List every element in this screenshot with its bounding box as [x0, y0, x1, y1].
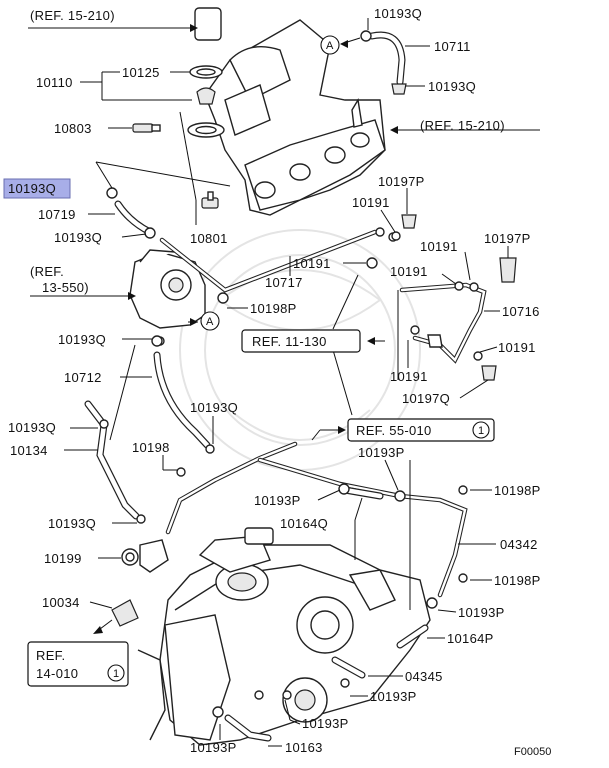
- part-label[interactable]: 04342: [500, 537, 538, 552]
- ref-box-14-010[interactable]: REF. 14-010 1: [27, 641, 129, 687]
- part-label[interactable]: 10716: [502, 304, 540, 319]
- part-label[interactable]: 10197Q: [402, 391, 450, 406]
- part-label[interactable]: 10164P: [447, 631, 494, 646]
- hose-10711: [360, 30, 407, 95]
- ref-55-010-circle: [472, 421, 490, 439]
- part-label[interactable]: 10191: [498, 340, 536, 355]
- ref-14-010-circle: [107, 664, 125, 682]
- fitting-10197P-upper: [391, 214, 417, 241]
- part-label[interactable]: 10193P: [302, 716, 349, 731]
- part-label[interactable]: 10193P: [254, 493, 301, 508]
- leader-lines: [28, 18, 540, 747]
- ref-55-010-label: REF. 55-010: [356, 423, 432, 438]
- part-label[interactable]: 10193P: [190, 740, 237, 755]
- ref-14-010-label-2: 14-010: [36, 666, 78, 681]
- pipe-lower-water: [165, 441, 468, 609]
- part-label[interactable]: 10198P: [494, 483, 541, 498]
- hose-10164Q: [338, 483, 406, 502]
- part-label[interactable]: 10134: [10, 443, 48, 458]
- hose-10163: [212, 690, 292, 742]
- ref-13-550-line1[interactable]: (REF.: [30, 264, 64, 279]
- part-label[interactable]: 10801: [190, 231, 228, 246]
- sensor-10801: [201, 191, 219, 209]
- part-labels: 10193Q 10711 10193Q 10110 10125 10803 10…: [8, 6, 541, 755]
- marker-a-left[interactable]: A: [200, 311, 220, 331]
- pipe-10717: [159, 227, 398, 304]
- ref-15-210-top[interactable]: (REF. 15-210): [30, 8, 115, 23]
- part-label[interactable]: 10110: [36, 75, 73, 90]
- reference-labels: (REF. 15-210) (REF. 15-210) (REF. 13-550…: [30, 8, 505, 295]
- part-label[interactable]: 10164Q: [280, 516, 328, 531]
- part-label[interactable]: 10199: [44, 551, 82, 566]
- part-label[interactable]: 10125: [122, 65, 160, 80]
- part-label[interactable]: 10198: [132, 440, 170, 455]
- throttle-body: [129, 249, 206, 346]
- part-label[interactable]: 10191: [390, 369, 428, 384]
- ref-11-130-label: REF. 11-130: [252, 334, 327, 349]
- ref-14-010-label-1: REF.: [36, 648, 65, 663]
- engine-block: [137, 527, 431, 746]
- part-label[interactable]: 10711: [434, 39, 471, 54]
- marker-a-left-label: A: [206, 316, 214, 328]
- ref-box-11-130[interactable]: REF. 11-130: [241, 329, 361, 353]
- hose-10164P: [396, 624, 429, 649]
- thermostat-housing-parts: [187, 65, 225, 138]
- part-label-highlighted[interactable]: 10193Q: [8, 181, 56, 196]
- part-label[interactable]: 10193Q: [428, 79, 476, 94]
- part-label[interactable]: 10193Q: [58, 332, 106, 347]
- part-label[interactable]: 10193Q: [48, 516, 96, 531]
- part-label[interactable]: 10712: [64, 370, 102, 385]
- hose-10719: [106, 187, 156, 239]
- part-label[interactable]: 10197P: [378, 174, 425, 189]
- part-label[interactable]: 10193Q: [374, 6, 422, 21]
- part-label[interactable]: 10193Q: [8, 420, 56, 435]
- figure-code: F00050: [514, 746, 551, 758]
- ref-15-210-right[interactable]: (REF. 15-210): [420, 118, 505, 133]
- part-label[interactable]: 10198P: [250, 301, 297, 316]
- part-label[interactable]: 10191: [390, 264, 428, 279]
- part-label[interactable]: 10191: [420, 239, 458, 254]
- part-label[interactable]: 10034: [42, 595, 80, 610]
- part-label[interactable]: 10198P: [494, 573, 541, 588]
- part-label[interactable]: 10193Q: [190, 400, 238, 415]
- part-label[interactable]: 10163: [285, 740, 323, 755]
- part-label[interactable]: 10719: [38, 207, 76, 222]
- part-label[interactable]: 10197P: [484, 231, 531, 246]
- part-label[interactable]: 10193P: [458, 605, 505, 620]
- part-label[interactable]: 10191: [352, 195, 390, 210]
- hose-04345: [331, 656, 366, 688]
- part-label[interactable]: 10193P: [358, 445, 405, 460]
- hose-10134: [84, 400, 146, 524]
- water-outlet-10199: [111, 539, 169, 627]
- ref-14-010-circle-num: 1: [113, 668, 119, 680]
- ref-55-010-circle-num: 1: [478, 425, 484, 437]
- intake-manifold: [194, 7, 386, 216]
- part-label[interactable]: 10717: [265, 275, 303, 290]
- marker-a-top-label: A: [326, 40, 334, 52]
- pipe-10716: [399, 281, 497, 381]
- highlight-box: [3, 178, 71, 199]
- part-label[interactable]: 10193Q: [54, 230, 102, 245]
- marker-a-top[interactable]: A: [320, 35, 340, 55]
- sensor-10803: [132, 123, 161, 133]
- part-label[interactable]: 10193P: [370, 689, 417, 704]
- hose-10712: [151, 335, 215, 454]
- ref-box-55-010[interactable]: REF. 55-010 1: [347, 418, 495, 442]
- part-label[interactable]: 04345: [405, 669, 443, 684]
- part-label[interactable]: 10803: [54, 121, 92, 136]
- part-label[interactable]: 10191: [293, 256, 331, 271]
- ref-13-550-line2[interactable]: 13-550): [42, 280, 89, 295]
- fitting-10197P-right: [366, 257, 517, 283]
